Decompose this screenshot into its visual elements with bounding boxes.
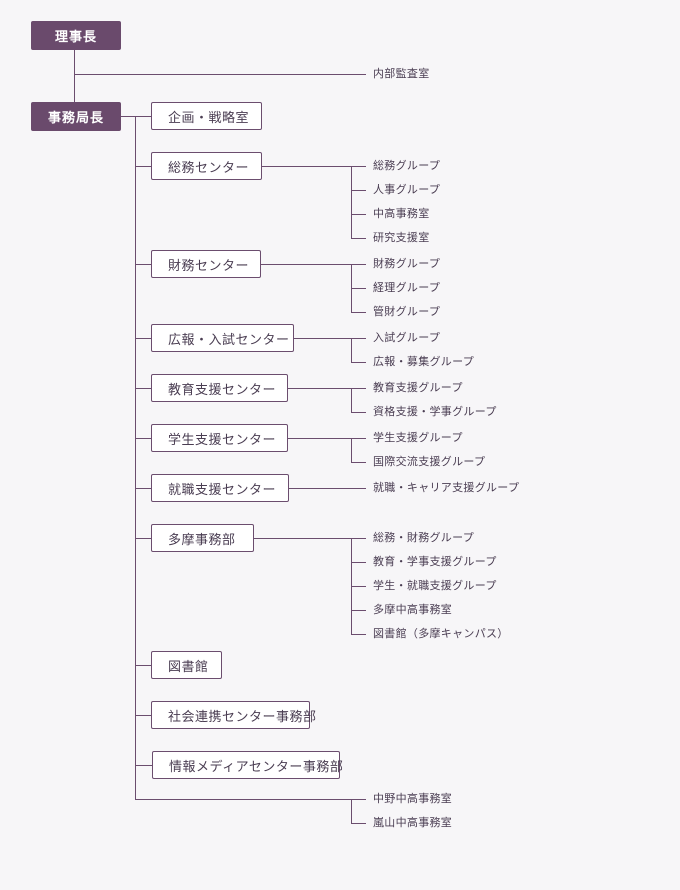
leaf-tick xyxy=(351,610,366,611)
leaf-item: 学生支援グループ xyxy=(373,431,463,444)
leaf-item: 多摩中高事務室 xyxy=(373,603,453,616)
bottom-tick xyxy=(351,823,366,824)
dept-education-support: 教育支援センター xyxy=(151,374,288,402)
leaf-item: 広報・募集グループ xyxy=(373,355,475,368)
nakano-office: 中野中高事務室 xyxy=(373,792,453,805)
branch-vertical xyxy=(351,166,352,238)
branch-line xyxy=(289,488,366,489)
leaf-item: 教育支援グループ xyxy=(373,381,463,394)
ranzan-office: 嵐山中高事務室 xyxy=(373,816,453,829)
branch-line xyxy=(294,338,366,339)
audit-office: 内部監査室 xyxy=(373,67,430,80)
leaf-item: 教育・学事支援グループ xyxy=(373,555,497,568)
leaf-item: 経理グループ xyxy=(373,281,441,294)
dept-community-engagement: 社会連携センター事務部 xyxy=(151,701,316,729)
main-trunk xyxy=(135,116,136,799)
dept-finance: 財務センター xyxy=(151,250,261,278)
leaf-tick xyxy=(351,238,366,239)
bottom-connector xyxy=(135,799,366,800)
branch-line xyxy=(288,388,366,389)
leaf-item: 資格支援・学事グループ xyxy=(373,405,497,418)
dept-planning: 企画・戦略室 xyxy=(151,102,262,130)
branch-vertical xyxy=(351,438,352,462)
dept-career-support: 就職支援センター xyxy=(151,474,289,502)
bottom-branch xyxy=(351,799,352,823)
dept-tick xyxy=(135,264,151,265)
leaf-item: 図書館（多摩キャンパス） xyxy=(373,627,509,640)
leaf-item: 人事グループ xyxy=(373,183,441,196)
leaf-item: 総務・財務グループ xyxy=(373,531,475,544)
leaf-item: 財務グループ xyxy=(373,257,441,270)
leaf-tick xyxy=(351,462,366,463)
branch-line xyxy=(261,264,366,265)
branch-vertical xyxy=(351,338,352,362)
leaf-item: 学生・就職支援グループ xyxy=(373,579,497,592)
leaf-tick xyxy=(351,190,366,191)
dept-tick xyxy=(135,488,151,489)
dept-tick xyxy=(135,388,151,389)
leaf-item: 国際交流支援グループ xyxy=(373,455,486,468)
leaf-item: 研究支援室 xyxy=(373,231,430,244)
branch-vertical xyxy=(351,388,352,412)
dept-library: 図書館 xyxy=(151,651,222,679)
leaf-tick xyxy=(351,312,366,313)
dept-tick xyxy=(135,538,151,539)
dept-general-affairs: 総務センター xyxy=(151,152,262,180)
leaf-item: 総務グループ xyxy=(373,159,441,172)
dept-tick xyxy=(135,116,151,117)
leaf-tick xyxy=(351,586,366,587)
leaf-tick xyxy=(351,214,366,215)
dept-tick xyxy=(135,338,151,339)
dept-tick xyxy=(135,665,151,666)
branch-line xyxy=(262,166,366,167)
leaf-tick xyxy=(351,288,366,289)
chairman-connector xyxy=(74,50,75,102)
dept-tama-office: 多摩事務部 xyxy=(151,524,254,552)
leaf-tick xyxy=(351,412,366,413)
dept-student-support: 学生支援センター xyxy=(151,424,288,452)
branch-line xyxy=(254,538,366,539)
dept-tick xyxy=(135,715,151,716)
leaf-item: 中高事務室 xyxy=(373,207,430,220)
dept-media-center: 情報メディアセンター事務部 xyxy=(152,751,343,779)
audit-connector xyxy=(74,74,366,75)
dept-tick xyxy=(135,438,151,439)
dept-tick xyxy=(135,166,151,167)
leaf-item: 入試グループ xyxy=(373,331,441,344)
leaf-tick xyxy=(351,562,366,563)
secretary-general-box: 事務局長 xyxy=(31,102,121,131)
dept-pr-admissions: 広報・入試センター xyxy=(151,324,294,352)
dept-tick xyxy=(135,765,152,766)
branch-line xyxy=(288,438,366,439)
leaf-item: 管財グループ xyxy=(373,305,441,318)
chairman-box: 理事長 xyxy=(31,21,121,50)
leaf-tick xyxy=(351,634,366,635)
leaf-tick xyxy=(351,362,366,363)
leaf-item: 就職・キャリア支援グループ xyxy=(373,481,520,494)
